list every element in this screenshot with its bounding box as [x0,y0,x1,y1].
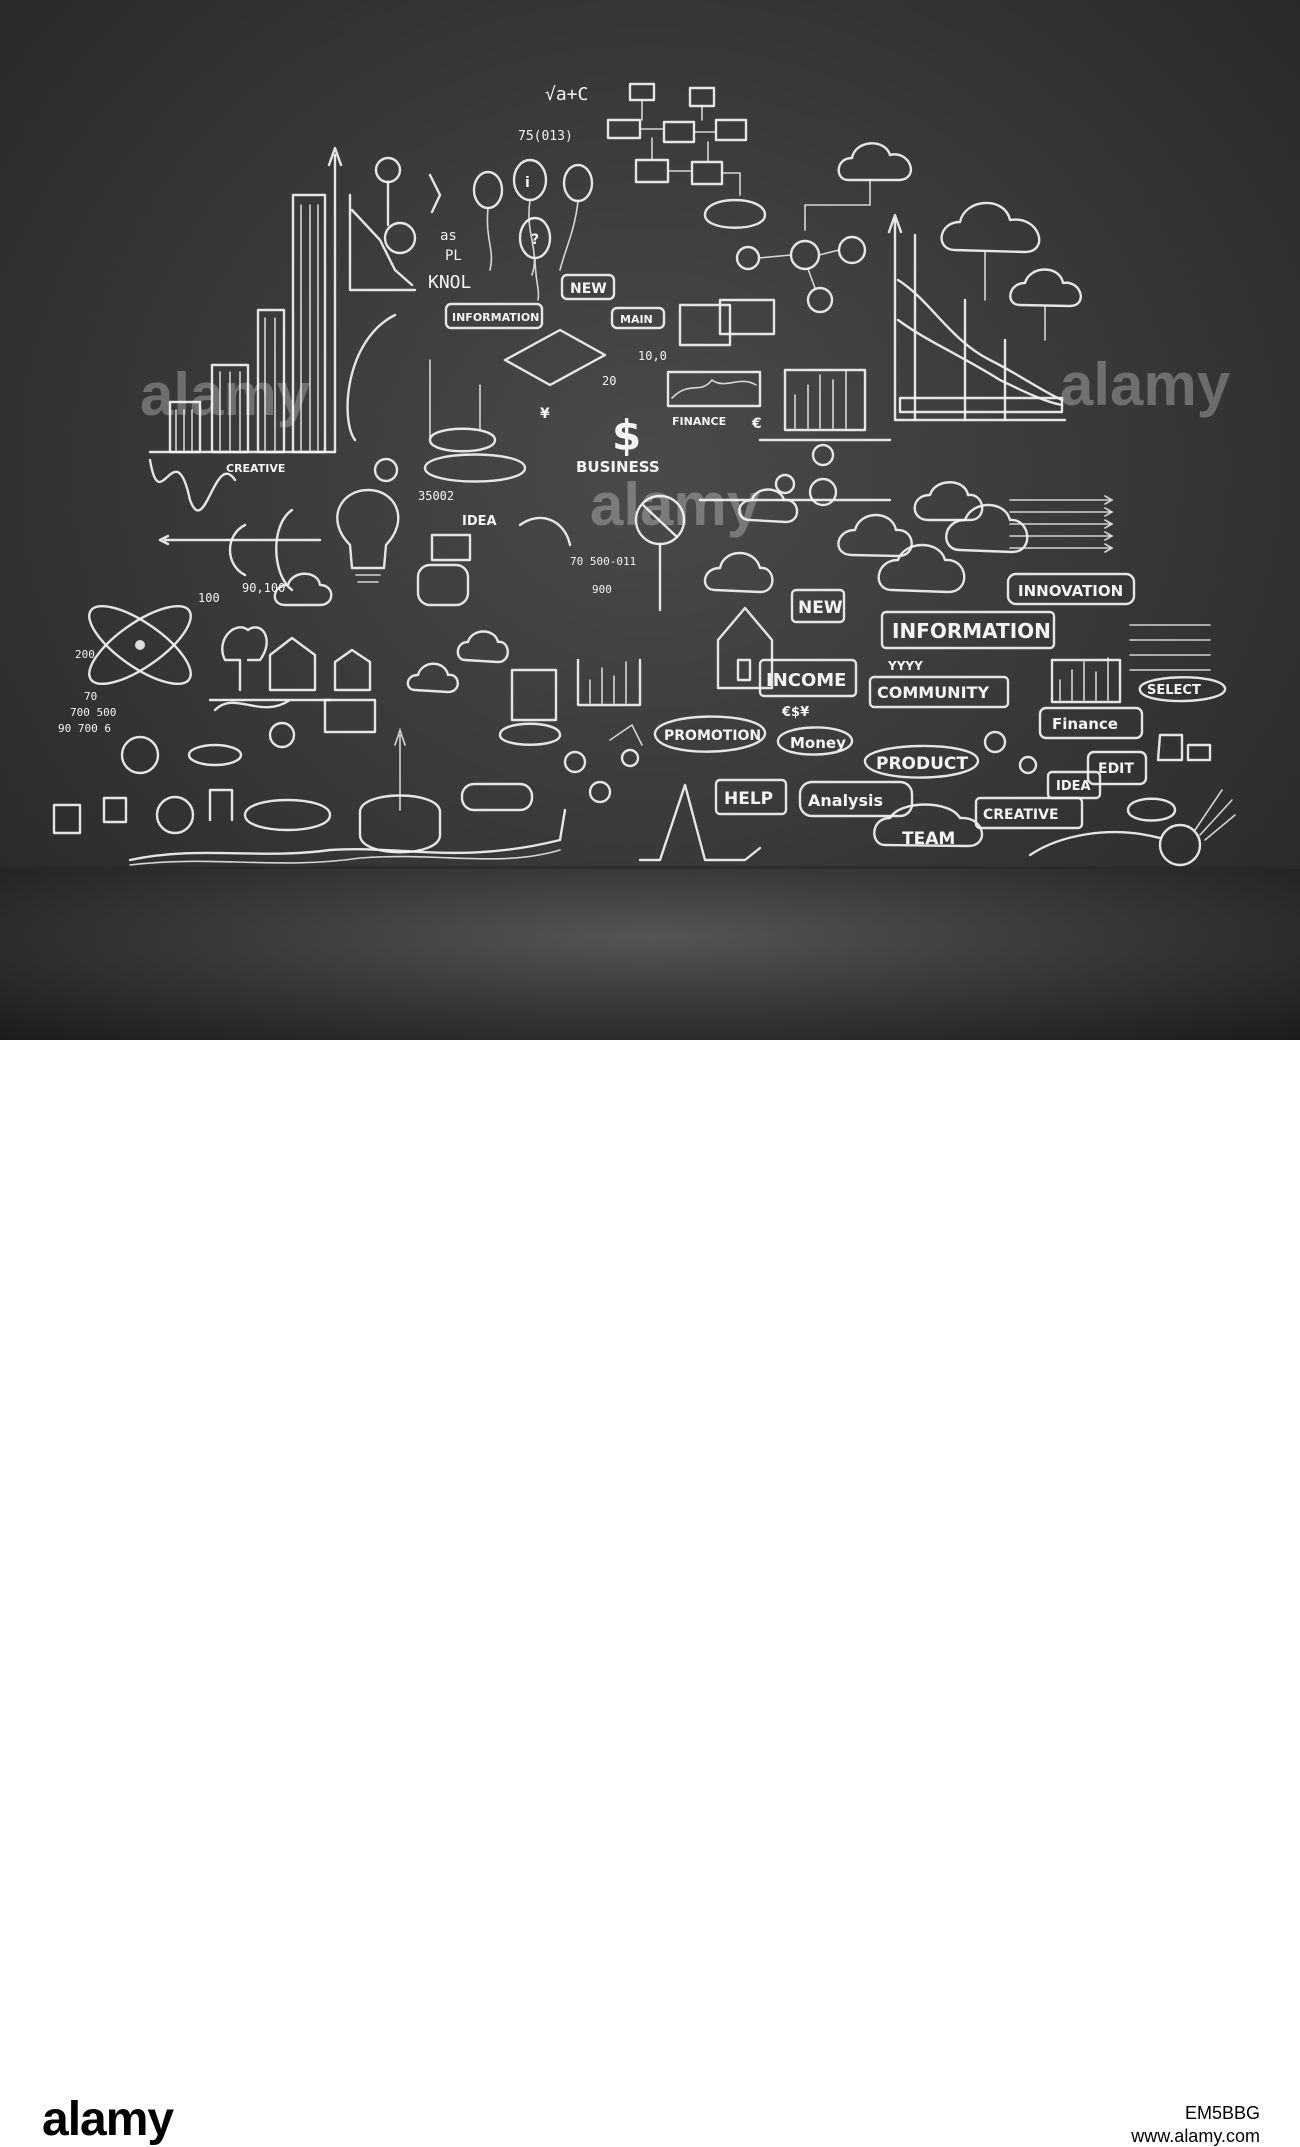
idea-lightbulb-sketch: CREATIVE IDEA 35002 90,100 100 70 500-01… [158,457,686,612]
number-906: 90 700 6 [58,722,111,735]
label-new-mid: NEW [798,598,843,618]
label-currency: €$¥ [781,705,809,720]
sqrt-formula: √a+C [545,84,588,105]
flowchart-boxes-top: √a+C 75(013) as PL KNOL [428,82,748,293]
labels-middle: NEW INFORMATION MAIN FINANCE 10,0 20 $ €… [346,273,892,507]
label-creative-top: CREATIVE [226,462,285,475]
chalkboard-wall-photo: i ? √a+C 75(013) as PL KNOL [0,0,1300,1040]
network-nodes-sketch [703,198,867,314]
number-900: 900 [592,583,612,596]
image-id: EM5BBG [1184,2103,1260,2123]
label-boxes-right: INNOVATION NEW INFORMATION YYYY INCOME €… [716,572,1227,740]
label-yyyy: YYYY [887,659,923,673]
label-product: PRODUCT [876,754,968,774]
number-100: 100 [198,591,220,605]
watermark-overlay-left: alamy [140,361,311,428]
dollar-sign: $ [612,411,641,460]
label-idea-low: IDEA [1056,779,1091,794]
yen-sign: ¥ [540,406,550,422]
floor-wall-edge [0,866,1300,869]
label-creative-low: CREATIVE [983,807,1059,823]
number-90-100: 90,100 [242,581,285,595]
line-chart-sketch [887,213,1067,422]
cloud-network-right [698,481,1114,594]
letters-knol: KNOL [428,272,472,293]
site-url: www.alamy.com [1131,2126,1260,2146]
concrete-floor [0,868,1300,1040]
label-edit: EDIT [1098,761,1134,777]
stock-footer: alamy EM5BBG www.alamy.com [0,1040,1300,2146]
svg-text:?: ? [531,232,539,248]
label-finance-mid: Finance [1052,715,1118,733]
watermark-overlay-right: alamy [1060,351,1231,418]
label-select: SELECT [1147,683,1201,698]
number-75: 75(013) [518,129,573,144]
number-70-500: 70 500-011 [570,555,636,568]
label-promotion: PROMOTION [664,728,761,744]
balloons-sketch: i ? [472,158,594,301]
label-help: HELP [724,789,773,809]
letters-as: as [440,228,457,244]
number-700-500: 700 500 [70,706,116,719]
label-main: MAIN [620,313,653,326]
bar-chart-sketch [148,146,343,512]
label-analysis: Analysis [808,791,883,810]
label-innovation: INNOVATION [1018,582,1123,600]
clouds-top-right [804,142,1082,341]
chalk-sketch: i ? √a+C 75(013) as PL KNOL [52,82,1236,867]
number-20: 20 [602,374,616,388]
number-35002: 35002 [418,489,454,503]
svg-text:i: i [525,175,530,191]
label-information-mid: INFORMATION [892,619,1051,643]
label-community: COMMUNITY [877,683,989,702]
brand-logo: alamy [42,2093,174,2146]
label-finance-top: FINANCE [672,415,726,428]
label-business: BUSINESS [576,458,660,476]
label-idea-top: IDEA [462,514,497,529]
number-200: 200 [75,648,95,661]
watermark-overlay-center: alamy [590,471,761,538]
label-money: Money [790,734,846,752]
number-10-0: 10,0 [638,349,667,363]
label-income: INCOME [766,670,846,691]
label-team: TEAM [902,829,955,849]
letters-pl: PL [445,248,462,264]
label-new-top: NEW [570,281,607,297]
label-information-top: INFORMATION [452,311,539,324]
bottom-left-cluster: 200 70 700 500 90 700 6 [52,604,643,866]
label-boxes-bottom: PROMOTION Money PRODUCT EDIT IDEA HELP A… [638,715,1236,867]
descending-chart-sketch [348,156,442,292]
number-70: 70 [84,690,97,703]
euro-sign: € [751,416,762,432]
